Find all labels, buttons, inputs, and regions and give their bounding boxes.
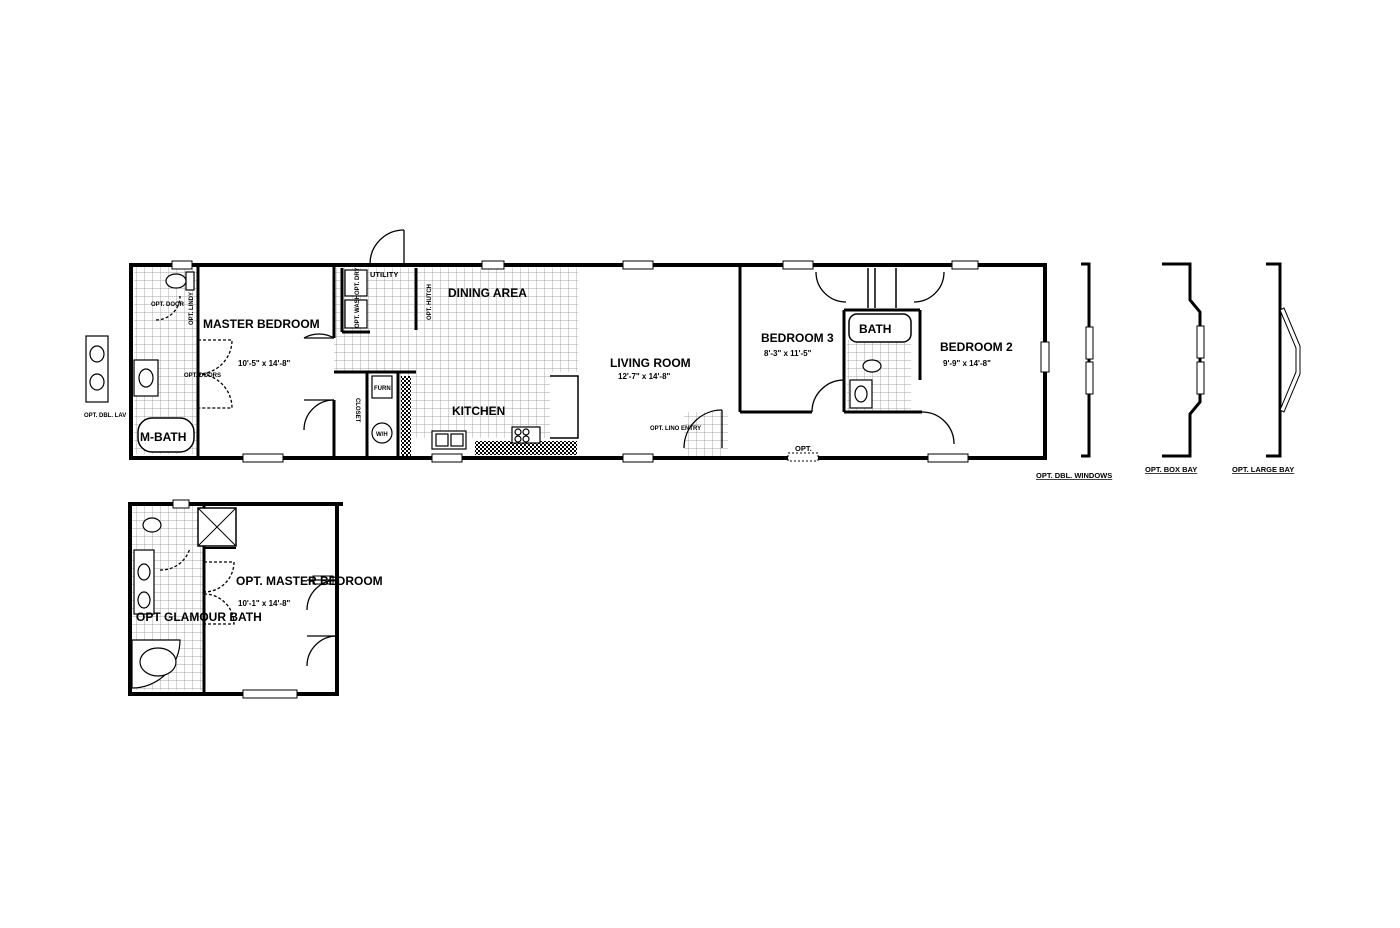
main-floor-plan: MASTER BEDROOM 10'-5" x 14'-8" M-BATH UT… (84, 229, 1050, 463)
hall-closet-lines (867, 268, 897, 308)
furn-label: FURN (374, 386, 391, 392)
bath-label: BATH (859, 322, 891, 336)
opt-dry-label: OPT. DRY (355, 268, 361, 295)
opt-box-bay-label: OPT. BOX BAY (1145, 465, 1197, 474)
dining-tile-floor (334, 268, 578, 372)
interior-walls (196, 265, 922, 458)
bedroom-3-dims: 8'-3" x 11'-5" (764, 349, 812, 358)
opt-large-bay-label: OPT. LARGE BAY (1232, 465, 1294, 474)
opt-wash-label: OPT. WASH (355, 295, 361, 328)
opt-lino-entry-label: OPT. LINO ENTRY (650, 426, 701, 432)
windows-bottom (242, 452, 969, 463)
opt-dbl-windows-detail (1081, 262, 1094, 458)
kitchen-island (550, 375, 579, 439)
opt-dbl-lav-detail (85, 335, 109, 403)
opt-box-bay-detail (1162, 262, 1205, 458)
alt-door-swings (159, 547, 338, 667)
closet-label: CLOSET (354, 398, 360, 423)
m-bath-label: M-BATH (140, 430, 186, 444)
kitchen-sink (431, 430, 467, 450)
master-tub (137, 417, 195, 453)
windows-top (171, 260, 979, 270)
opt-hutch-label: OPT. HUTCH (427, 284, 433, 320)
opt-lindy-label: OPT. LINDY (189, 292, 195, 325)
hall-bath-fixtures (849, 359, 882, 409)
master-toilet (165, 271, 195, 291)
bedroom-2-label: BEDROOM 2 (940, 340, 1013, 354)
door-swings (155, 229, 955, 449)
living-room-dims: 12'-7" x 14'-8" (618, 372, 671, 381)
furnace-wh (371, 375, 393, 444)
master-lav (133, 359, 159, 397)
bedroom-3-label: BEDROOM 3 (761, 331, 834, 345)
kitchen-side-counter (401, 376, 411, 456)
window-right-end (1040, 341, 1050, 373)
opt-dbl-windows-label: OPT. DBL. WINDOWS (1036, 471, 1112, 480)
kitchen-range (511, 426, 541, 444)
opt-doors-label: OPT. DOORS (184, 373, 221, 379)
living-room-label: LIVING ROOM (610, 356, 691, 370)
washer-dryer (344, 269, 368, 329)
opt-large-bay-detail (1266, 262, 1301, 458)
utility-label: UTILITY (370, 270, 398, 279)
entry-tile-floor (684, 412, 728, 456)
kitchen-counter (475, 441, 577, 455)
opt-glamour-bath-label: OPT GLAMOUR BATH (136, 610, 262, 624)
wh-label: W/H (376, 432, 388, 438)
opt-master-bedroom-label: OPT. MASTER BEDROOM (236, 574, 383, 588)
opt-dbl-lav-label: OPT. DBL. LAV (84, 413, 126, 419)
window-options: OPT. DBL. WINDOWS OPT. BOX BAY OPT. LARG… (1036, 262, 1301, 480)
kitchen-label: KITCHEN (452, 404, 505, 418)
glamour-fixtures (131, 517, 181, 689)
dining-area-label: DINING AREA (448, 286, 527, 300)
master-bedroom-label: MASTER BEDROOM (203, 317, 320, 331)
bedroom-2-dims: 9'-9" x 14'-8" (943, 359, 991, 368)
alt-exterior-wall (128, 502, 343, 696)
master-bedroom-dims: 10'-5" x 14'-8" (238, 359, 291, 368)
alternate-master-plan: OPT. MASTER BEDROOM 10'-1" x 14'-8" OPT … (128, 499, 383, 699)
opt-exterior-door-label: OPT. (795, 444, 812, 453)
opt-door-label: OPT. DOOR (151, 302, 185, 308)
hall-bath-tub (848, 313, 912, 343)
opt-master-bedroom-dims: 10'-1" x 14'-8" (238, 599, 291, 608)
